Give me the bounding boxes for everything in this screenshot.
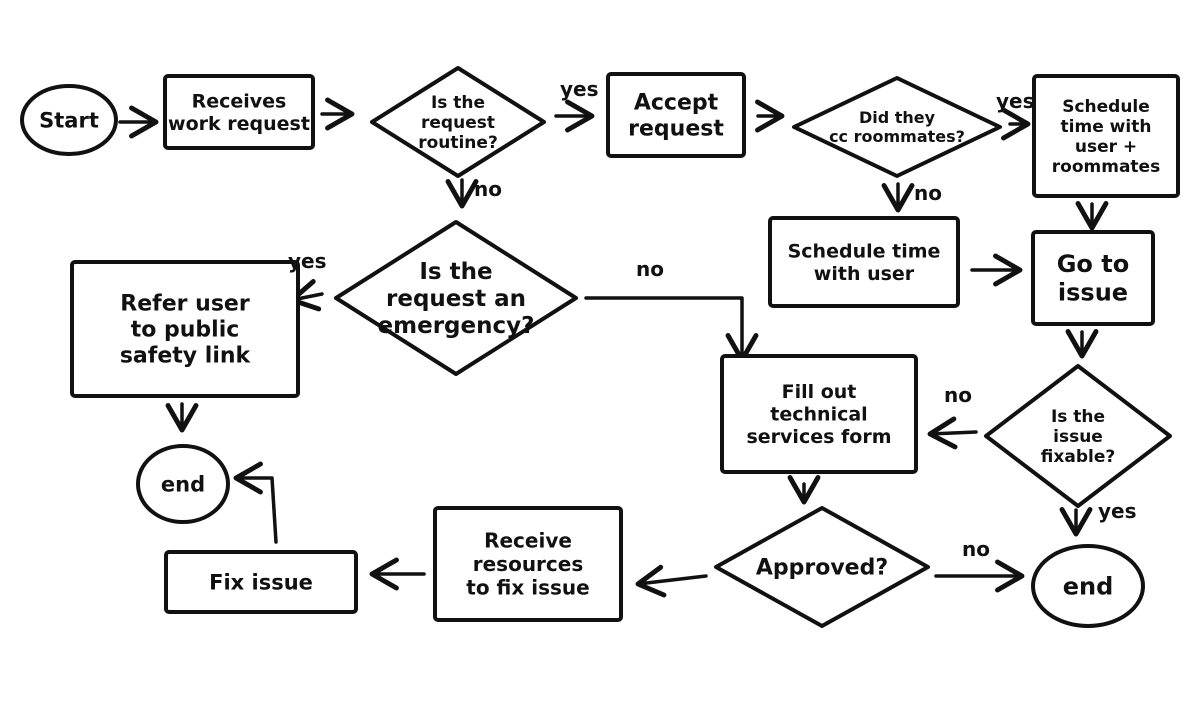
node-routine-line-1: Is the bbox=[431, 93, 485, 113]
node-fill-form-box bbox=[720, 354, 918, 474]
node-start-oval bbox=[20, 84, 118, 156]
node-emergency-line-3: emergency? bbox=[378, 313, 535, 339]
node-fill-form-line-2: technical bbox=[770, 404, 867, 426]
node-fixable-line-2: issue bbox=[1053, 427, 1103, 447]
node-approved-line-1: Approved? bbox=[756, 556, 888, 581]
node-accept-line-2: request bbox=[628, 117, 724, 142]
edge-label-approved-end2: no bbox=[962, 537, 990, 561]
node-sched-both-line-1: Schedule bbox=[1062, 97, 1150, 117]
node-refer-line-1: Refer user bbox=[120, 292, 250, 317]
node-accept-line-1: Accept bbox=[634, 91, 719, 116]
node-fill-form-line-1: Fill out bbox=[782, 381, 857, 403]
edge-label-cc-schedboth: yes bbox=[996, 89, 1035, 113]
node-routine-diamond bbox=[370, 66, 546, 178]
node-sched-user-line-1: Schedule time bbox=[788, 240, 941, 262]
edge-approved-resources bbox=[635, 564, 708, 598]
node-refer-line-3: safety link bbox=[120, 344, 252, 369]
node-approved-diamond bbox=[714, 506, 930, 628]
edge-emergency-form bbox=[584, 296, 759, 363]
node-sched-both-line-4: roommates bbox=[1052, 157, 1160, 177]
edge-label-fixable-end2: yes bbox=[1098, 499, 1137, 523]
node-goto-line-1: Go to bbox=[1057, 250, 1130, 278]
node-start: Start bbox=[20, 84, 118, 156]
node-receive-line-2: work request bbox=[168, 113, 310, 135]
node-sched-both-box bbox=[1032, 74, 1180, 198]
node-goto-box bbox=[1031, 230, 1155, 326]
node-receive-box bbox=[163, 74, 315, 150]
node-emergency-line-1: Is the bbox=[419, 259, 492, 285]
node-emergency-line-2: request an bbox=[386, 286, 526, 312]
node-refer-line-2: to public bbox=[131, 318, 240, 343]
node-fixable-diamond bbox=[984, 364, 1172, 508]
edge-label-routine-emergency: no bbox=[474, 177, 502, 201]
node-resources-line-3: to fix issue bbox=[466, 576, 589, 600]
node-routine-line-2: request bbox=[421, 113, 495, 133]
node-sched-user-line-2: with user bbox=[814, 263, 915, 285]
node-end1-oval bbox=[136, 444, 230, 524]
node-fix-line-1: Fix issue bbox=[209, 570, 313, 594]
node-resources-box bbox=[433, 506, 623, 622]
edge-label-fixable-form: no bbox=[944, 383, 972, 407]
node-goto-line-2: issue bbox=[1058, 279, 1128, 307]
node-sched-both-line-2: time with bbox=[1061, 117, 1152, 137]
edge-fix-end1 bbox=[233, 461, 278, 544]
node-end1: end bbox=[136, 444, 230, 524]
node-start-line-1: Start bbox=[39, 108, 99, 132]
node-sched-both-line-3: user + bbox=[1075, 137, 1137, 157]
node-fixable-line-1: Is the bbox=[1051, 407, 1105, 427]
edge-label-routine-accept: yes bbox=[560, 77, 599, 101]
node-cc-diamond bbox=[792, 76, 1002, 178]
edge-label-cc-scheduser: no bbox=[914, 181, 942, 205]
edge-labels-layer: yes no yes no yes no no yes no bbox=[288, 77, 1137, 561]
node-emergency-diamond bbox=[334, 220, 578, 376]
node-fix-box bbox=[164, 550, 358, 614]
edge-label-emergency-refer: yes bbox=[288, 249, 327, 273]
node-sched-user-box bbox=[768, 216, 960, 308]
node-end2-line-1: end bbox=[1063, 572, 1114, 600]
node-end2-oval bbox=[1031, 544, 1145, 628]
edge-fixable-form bbox=[927, 416, 978, 450]
edge-label-emergency-form: no bbox=[636, 257, 664, 281]
node-accept-box bbox=[606, 72, 746, 158]
node-resources-line-2: resources bbox=[473, 552, 584, 576]
node-receive-line-1: Receives bbox=[192, 90, 287, 112]
node-end1-line-1: end bbox=[161, 472, 205, 496]
node-cc-line-1: Did they bbox=[859, 108, 936, 127]
edges-layer bbox=[118, 97, 1109, 598]
node-routine-line-3: routine? bbox=[418, 133, 498, 153]
node-end2: end bbox=[1031, 544, 1145, 628]
node-resources-line-1: Receive bbox=[484, 528, 572, 552]
node-fix: Fix issue bbox=[164, 550, 358, 614]
node-fill-form-line-3: services form bbox=[746, 426, 891, 448]
node-refer-box bbox=[70, 260, 300, 398]
node-cc-line-2: cc roommates? bbox=[829, 127, 965, 146]
node-fixable-line-3: fixable? bbox=[1041, 447, 1115, 467]
node-approved: Approved? bbox=[714, 506, 930, 628]
